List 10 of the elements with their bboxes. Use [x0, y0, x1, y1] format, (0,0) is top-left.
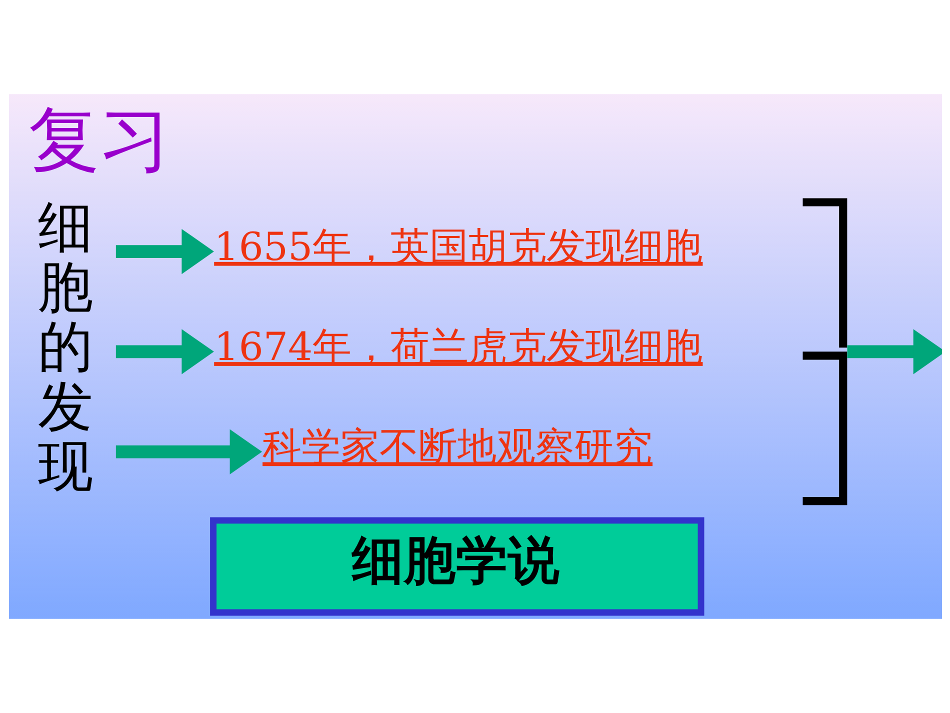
node-text: 1674年，荷兰虎克发现细胞: [214, 325, 702, 370]
node-text: 1655年，英国胡克发现细胞: [214, 224, 702, 270]
arrow: [846, 329, 942, 374]
arrow: [115, 329, 214, 374]
node-text: 细胞的发现: [38, 195, 93, 498]
node-text: 科学家不断地观察研究: [262, 425, 652, 470]
arrow: [115, 429, 262, 474]
diagram-title: 复习: [28, 98, 170, 181]
arrow: [115, 228, 214, 274]
node-box: 细胞学说: [210, 517, 704, 616]
